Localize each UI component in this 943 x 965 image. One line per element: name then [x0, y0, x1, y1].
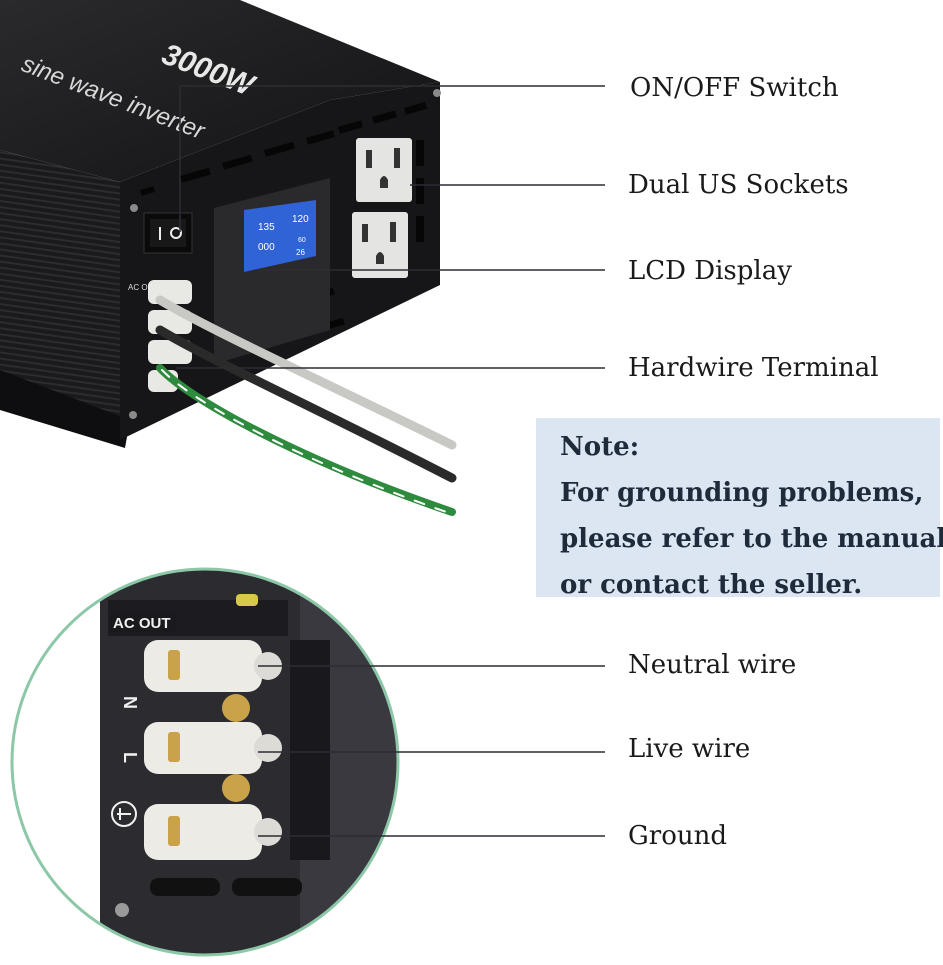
terminal-letter-l: L — [120, 752, 140, 763]
note-line-3: or contact the seller. — [560, 570, 863, 600]
lcd-display: 135 120 000 60 26 — [214, 178, 330, 364]
lcd-temp-value: 26 — [296, 248, 305, 257]
live-terminal-block — [144, 722, 282, 774]
callout-on-off-switch: ON/OFF Switch — [630, 73, 839, 103]
terminal-zoom-view: AC OUT N L — [10, 567, 400, 957]
lcd-freq-value: 60 — [298, 237, 306, 244]
lcd-out-value: 120 — [292, 214, 309, 225]
us-sockets — [352, 138, 412, 278]
wires — [155, 295, 457, 516]
terminal-letter-n: N — [120, 696, 140, 709]
callout-lcd-display: LCD Display — [628, 256, 792, 286]
screw-lower — [222, 774, 250, 802]
callout-live-wire: Live wire — [628, 734, 751, 764]
note-heading: Note: — [560, 432, 640, 462]
screw-upper — [222, 694, 250, 722]
callout-neutral-wire: Neutral wire — [628, 650, 797, 680]
ac-out-label: AC OUT — [113, 615, 171, 632]
note-line-2: please refer to the manual — [560, 524, 943, 554]
callout-ground: Ground — [628, 821, 727, 851]
lcd-bat-value: 000 — [258, 242, 275, 253]
grounding-note: Note: For grounding problems, please ref… — [536, 418, 943, 600]
lcd-in-value: 135 — [258, 222, 275, 233]
switch-leader — [179, 85, 605, 232]
note-line-1: For grounding problems, — [560, 478, 924, 508]
ground-terminal-block — [144, 804, 282, 860]
ground-symbol — [111, 801, 137, 827]
callout-dual-us-sockets: Dual US Sockets — [628, 170, 849, 200]
callout-hardwire-terminal: Hardwire Terminal — [628, 353, 879, 383]
leader-lines — [176, 85, 605, 837]
power-switch[interactable] — [143, 212, 193, 254]
ac-out-small-label: AC OUT — [128, 283, 158, 292]
